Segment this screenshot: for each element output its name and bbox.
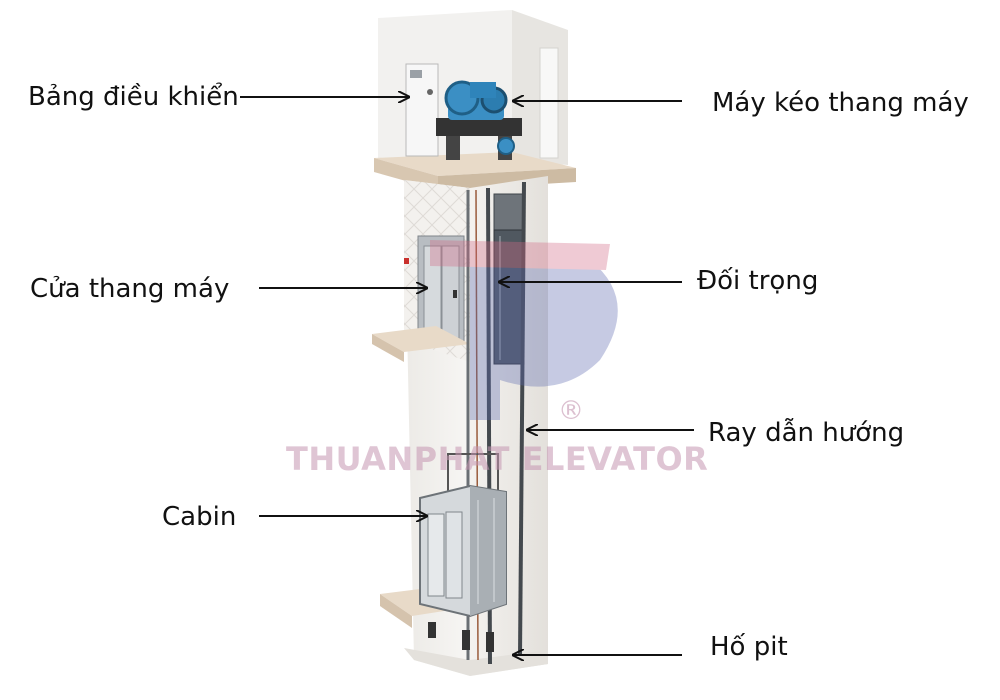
label-cabin: Cabin xyxy=(162,502,237,532)
label-pit: Hố pit xyxy=(710,632,788,662)
registered-mark: ® xyxy=(558,396,584,426)
watermark-logo xyxy=(430,240,618,420)
cabin xyxy=(419,453,507,618)
landing-door xyxy=(404,235,465,345)
control-panel-cabinet xyxy=(405,63,439,157)
label-counterweight: Đối trọng xyxy=(697,266,819,296)
label-elevator-door: Cửa thang máy xyxy=(30,274,230,304)
pointer-arrows xyxy=(240,97,694,655)
pit-buffers xyxy=(428,622,494,652)
counterweight xyxy=(493,193,525,365)
label-guide-rail: Ray dẫn hướng xyxy=(708,418,905,448)
label-traction-machine: Máy kéo thang máy xyxy=(712,88,969,118)
traction-machine xyxy=(436,80,522,160)
watermark-text: THUANPHAT ELEVATOR xyxy=(286,440,709,478)
label-control-panel: Bảng điều khiển xyxy=(28,82,239,112)
